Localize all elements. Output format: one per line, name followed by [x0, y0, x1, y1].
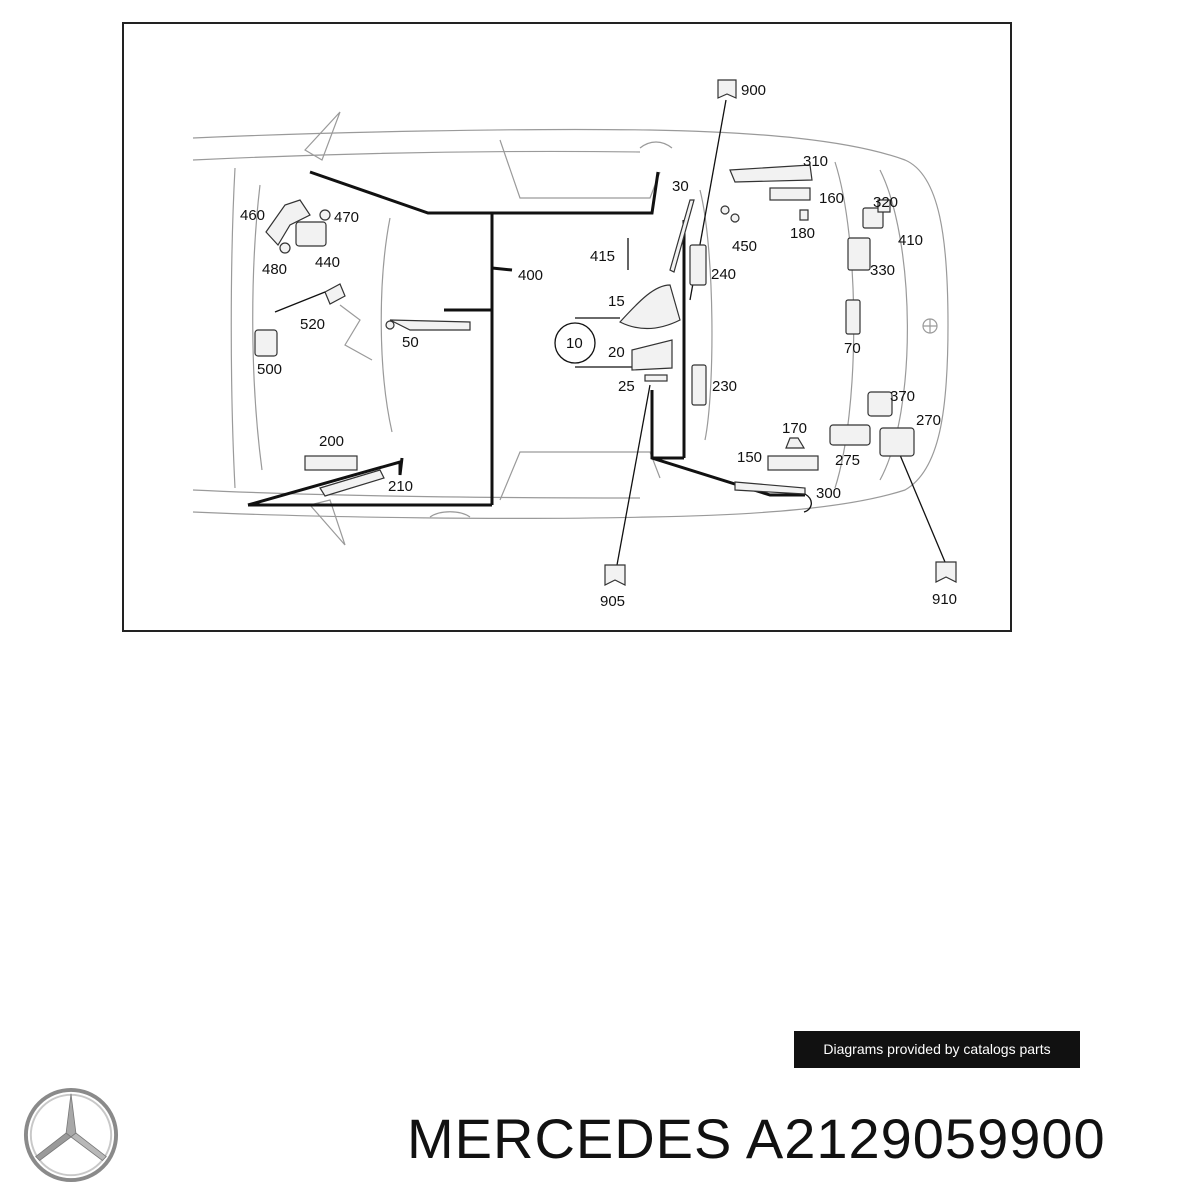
callout-15: 15 — [608, 293, 625, 310]
callout-520: 520 — [300, 316, 325, 333]
callout-410: 410 — [898, 232, 923, 249]
callout-30: 30 — [672, 178, 689, 195]
callout-320: 320 — [873, 194, 898, 211]
callout-480: 480 — [262, 261, 287, 278]
callout-270: 270 — [916, 412, 941, 429]
callout-170: 170 — [782, 420, 807, 437]
part-title: MERCEDES A2129059900 — [407, 1107, 1106, 1170]
callout-labels: 900 905 910 10 15 20 25 30 50 70 150 160… — [240, 82, 957, 610]
leader-lines — [247, 170, 805, 507]
callout-450: 450 — [732, 238, 757, 255]
connector-905-icon — [604, 564, 626, 586]
callout-150: 150 — [737, 449, 762, 466]
callout-200: 200 — [319, 433, 344, 450]
callout-460: 460 — [240, 207, 265, 224]
callout-160: 160 — [819, 190, 844, 207]
callout-180: 180 — [790, 225, 815, 242]
connector-900-icon — [717, 79, 737, 99]
callout-20: 20 — [608, 344, 625, 361]
callout-50: 50 — [402, 334, 419, 351]
callout-400: 400 — [518, 267, 543, 284]
callout-900: 900 — [741, 82, 766, 99]
callout-310: 310 — [803, 153, 828, 170]
callout-440: 440 — [315, 254, 340, 271]
callout-10: 10 — [566, 335, 583, 352]
callout-415: 415 — [590, 248, 615, 265]
callout-210: 210 — [388, 478, 413, 495]
part-sketches — [254, 164, 915, 513]
mercedes-star-icon — [23, 1087, 119, 1183]
callout-70: 70 — [844, 340, 861, 357]
parts-diagram-frame — [122, 22, 1012, 632]
callout-10-circle — [554, 322, 596, 364]
callout-300: 300 — [816, 485, 841, 502]
callout-370: 370 — [890, 388, 915, 405]
callout-330: 330 — [870, 262, 895, 279]
connector-flags — [604, 79, 957, 586]
callout-275: 275 — [835, 452, 860, 469]
callout-905: 905 — [600, 593, 625, 610]
callout-240: 240 — [711, 266, 736, 283]
callout-910: 910 — [932, 591, 957, 608]
callout-230: 230 — [712, 378, 737, 395]
connector-910-icon — [935, 561, 957, 583]
callout-470: 470 — [334, 209, 359, 226]
callout-25: 25 — [618, 378, 635, 395]
diagram-credit-label: Diagrams provided by catalogs parts — [794, 1031, 1080, 1068]
car-outline — [192, 111, 949, 546]
callout-500: 500 — [257, 361, 282, 378]
